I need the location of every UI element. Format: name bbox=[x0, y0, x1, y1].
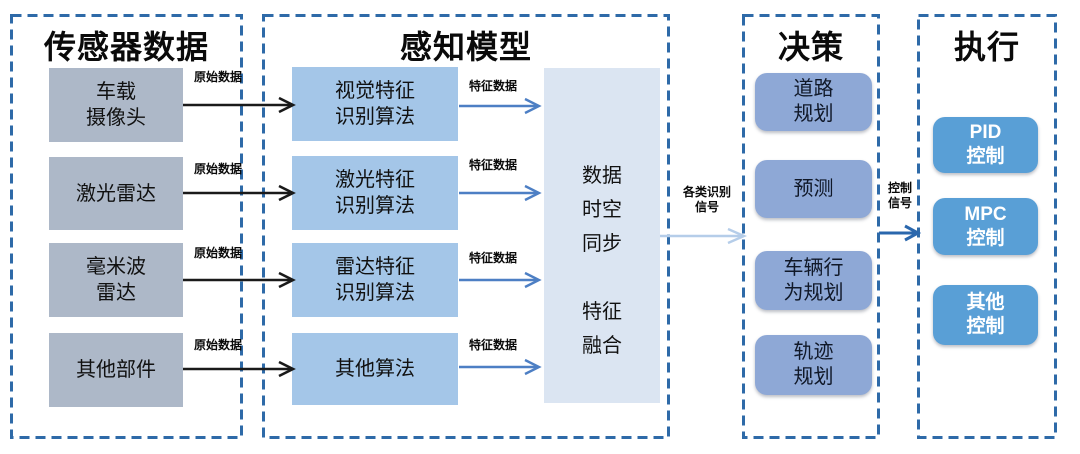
control-signal-label: 控制 信号 bbox=[887, 181, 912, 210]
feature-data-label-4: 特征数据 bbox=[468, 338, 517, 352]
execution-box-pid: PID 控制 bbox=[933, 117, 1038, 173]
section-title-perception: 感知模型 bbox=[399, 29, 532, 65]
recognition-signal-arrow bbox=[660, 227, 747, 245]
sensor-box-camera: 车载 摄像头 bbox=[49, 68, 183, 142]
execution-box-other: 其他 控制 bbox=[933, 285, 1038, 345]
perception-box-other: 其他算法 bbox=[292, 333, 458, 405]
perception-box-vision: 视觉特征 识别算法 bbox=[292, 67, 458, 141]
perception-box-laser: 激光特征 识别算法 bbox=[292, 156, 458, 230]
section-title-sensor: 传感器数据 bbox=[43, 29, 209, 65]
raw-data-label-1: 原始数据 bbox=[193, 70, 242, 84]
feature-data-arrow-1 bbox=[459, 97, 542, 115]
sensor-box-other: 其他部件 bbox=[49, 333, 183, 407]
feature-data-label-1: 特征数据 bbox=[468, 79, 517, 93]
decision-box-prediction: 预测 bbox=[755, 160, 872, 218]
fusion-box-text: 数据 时空 同步 特征 融合 bbox=[582, 164, 622, 357]
control-signal-arrow bbox=[879, 224, 922, 242]
section-decision: 决策 道路 规划 预测 车辆行 为规划 轨迹 规划 bbox=[742, 14, 880, 439]
dashed-border bbox=[10, 14, 243, 439]
dashed-border bbox=[917, 14, 1057, 439]
perception-box-radar: 雷达特征 识别算法 bbox=[292, 243, 458, 317]
raw-data-label-2: 原始数据 bbox=[193, 162, 242, 176]
decision-box-road-planning: 道路 规划 bbox=[755, 73, 872, 131]
recognition-signal-label: 各类识别 信号 bbox=[682, 185, 731, 214]
section-perception-model: 感知模型 视觉特征 识别算法 激光特征 识别算法 雷达特征 识别算法 其他算法 … bbox=[262, 14, 670, 439]
raw-data-arrow-3 bbox=[183, 271, 296, 289]
decision-box-behavior-planning: 车辆行 为规划 bbox=[755, 251, 872, 310]
section-title-execution: 执行 bbox=[953, 29, 1020, 65]
execution-box-mpc: MPC 控制 bbox=[933, 198, 1038, 255]
sensor-box-lidar: 激光雷达 bbox=[49, 157, 183, 230]
raw-data-arrow-4 bbox=[183, 360, 296, 378]
feature-data-arrow-3 bbox=[459, 271, 542, 289]
dashed-border bbox=[742, 14, 880, 439]
section-execution: 执行 PID 控制 MPC 控制 其他 控制 bbox=[917, 14, 1057, 439]
decision-box-trajectory-planning: 轨迹 规划 bbox=[755, 335, 872, 395]
section-sensor-data: 传感器数据 车载 摄像头 激光雷达 毫米波 雷达 其他部件 原始数据 原始数据 … bbox=[10, 14, 243, 439]
raw-data-arrow-2 bbox=[183, 184, 296, 202]
feature-data-label-2: 特征数据 bbox=[468, 158, 517, 172]
raw-data-arrow-1 bbox=[183, 96, 296, 114]
feature-data-arrow-4 bbox=[459, 358, 542, 376]
feature-data-arrow-2 bbox=[459, 184, 542, 202]
raw-data-label-3: 原始数据 bbox=[193, 246, 242, 260]
dashed-border bbox=[262, 14, 670, 439]
feature-data-label-3: 特征数据 bbox=[468, 251, 517, 265]
raw-data-label-4: 原始数据 bbox=[193, 338, 242, 352]
sensor-box-radar: 毫米波 雷达 bbox=[49, 243, 183, 317]
section-title-decision: 决策 bbox=[777, 29, 844, 65]
fusion-box: 数据 时空 同步 特征 融合 bbox=[544, 68, 660, 403]
